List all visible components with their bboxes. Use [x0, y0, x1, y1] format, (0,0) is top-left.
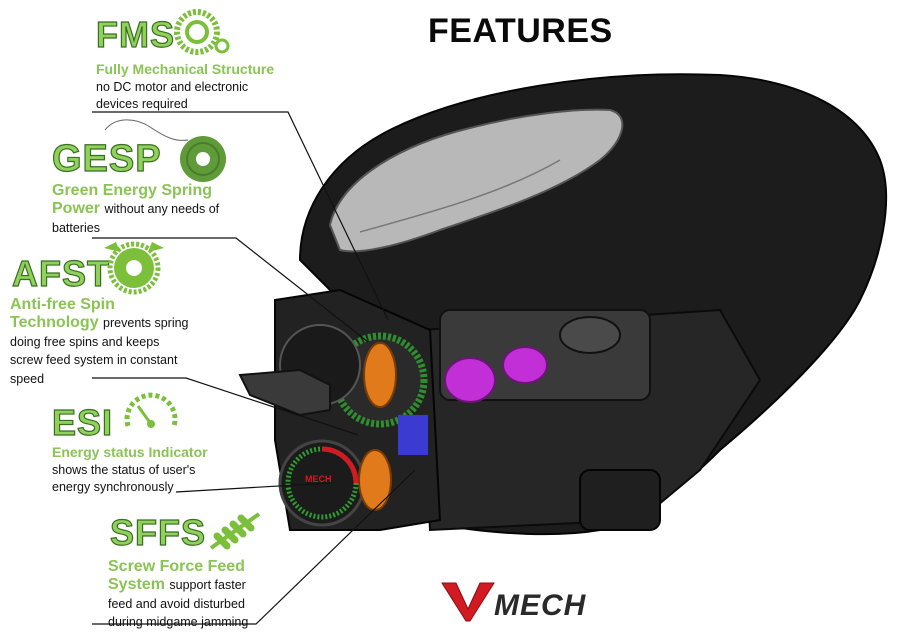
feature-desc-sffs: support faster feed and avoid disturbed …: [108, 578, 249, 630]
gear-icon: [174, 9, 230, 55]
gauge-icon: [124, 392, 178, 428]
feeder-paddle: [444, 357, 496, 403]
feature-desc-esi: shows the status of user's energy synchr…: [52, 463, 196, 494]
brand-v-mark: [441, 582, 495, 622]
feature-desc-fms: no DC motor and electronic devices requi…: [96, 80, 249, 111]
feature-desc-afst: prevents spring doing free spins and kee…: [10, 316, 189, 386]
spring-coil-line-icon: [104, 119, 189, 141]
feature-code-sffs: SFFS: [109, 511, 207, 553]
feature-name-esi: Energy status Indicator: [52, 444, 208, 460]
feature-name-sffs-text: Screw Force Feed System: [108, 558, 245, 594]
feature-code-afst: AFST: [11, 252, 110, 294]
feature-name-gesp: Green Energy Spring Power without any ne…: [52, 182, 242, 237]
feature-name-fms: Fully Mechanical Structure: [96, 61, 275, 77]
brand-logo: MECH: [441, 582, 587, 622]
feature-desc-gesp: without any needs of batteries: [52, 202, 220, 235]
spring-coil-icon: [180, 136, 226, 182]
hopper-lid: [328, 108, 624, 253]
feature-name-afst-text: Anti-free Spin Technology: [10, 296, 115, 332]
feature-name-afst: Anti-free Spin Technology prevents sprin…: [10, 296, 190, 388]
dial-brand-text: MECH: [305, 474, 332, 484]
feature-code-esi: ESI: [51, 401, 114, 443]
feed-neck: [579, 469, 661, 531]
feature-code-gesp: GESP: [51, 137, 162, 180]
callout-lines: [92, 111, 416, 625]
page-title: FEATURES: [428, 12, 613, 50]
spring-wheel: [363, 342, 397, 408]
feature-name-sffs: Screw Force Feed System support faster f…: [108, 558, 268, 632]
brand-logo-text: MECH: [494, 589, 587, 622]
feature-name-gesp-text: Green Energy Spring Power: [52, 182, 213, 218]
feature-code-fms: FMS: [95, 13, 175, 55]
screw-feeder-icon: [209, 512, 261, 550]
feeder-paddle: [502, 346, 548, 384]
wind-lever: [238, 368, 331, 417]
ratchet-gear-icon: [104, 241, 164, 295]
